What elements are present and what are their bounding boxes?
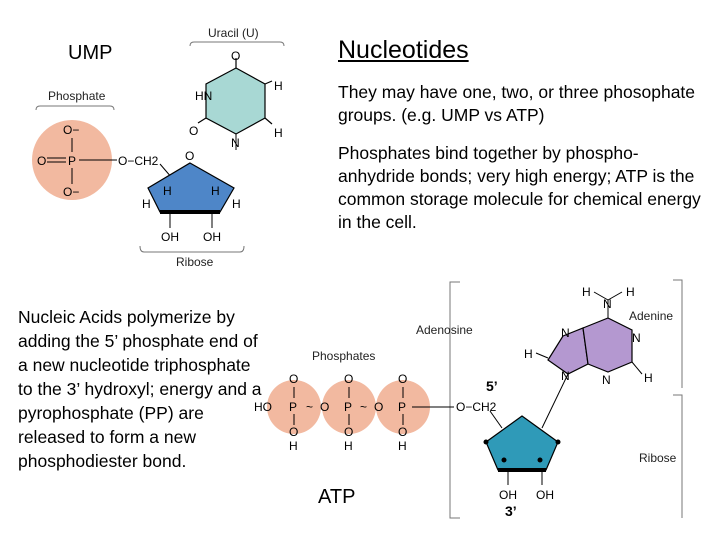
ribose-bracket [673, 394, 683, 518]
uracil-hn: HN [195, 89, 212, 103]
adenosine-label: Adenosine [416, 323, 473, 337]
phosphate-circle [32, 120, 112, 200]
uracil-n: N [231, 136, 240, 150]
uracil-label: Uracil (U) [208, 26, 259, 40]
phosphate-circle-3 [376, 380, 430, 434]
p3: P [398, 400, 406, 414]
adenine-h-4: H [644, 371, 653, 385]
tilde-1: ~ [306, 400, 313, 414]
three-prime-label: 3’ [505, 503, 517, 519]
ribose-h-3: H [142, 197, 151, 211]
ribose-h-4: H [232, 197, 241, 211]
ribose-oh-2: OH [203, 230, 221, 244]
phosphate-o-bottom: O− [63, 185, 79, 199]
ribose-bracket [139, 245, 245, 253]
ribose-ring [147, 162, 235, 213]
polymerize-text: Nucleic Acids polymerize by adding the 5… [18, 307, 262, 471]
uracil-o-left: O [189, 124, 198, 138]
adenine-h-3: H [524, 347, 533, 361]
phosphate-bracket [35, 105, 115, 111]
atp-label: ATP [318, 486, 356, 508]
ribose-oh-1: OH [161, 230, 179, 244]
uracil-h-1: H [274, 79, 283, 93]
atp-ho: HO [254, 400, 272, 414]
ribose-label: Ribose [639, 451, 677, 465]
p3-o-top: O [398, 372, 407, 386]
ump-label: UMP [68, 42, 113, 64]
adenine-six-ring [582, 317, 633, 373]
anhydride-bonds-text: Phosphates bind together by phospho-anhy… [338, 143, 701, 232]
adenosine-bracket [449, 281, 460, 519]
phosphates-label: Phosphates [312, 349, 375, 363]
ribose-h-1: H [163, 184, 172, 198]
adenine-five-ring [547, 327, 589, 375]
atp-ribose-ring [485, 415, 559, 471]
phosphate-groups-text: They may have one, two, or three phosoph… [338, 82, 696, 125]
adenine-n-2: N [632, 331, 641, 345]
five-prime-label: 5’ [486, 378, 498, 394]
p2-o-top: O [344, 372, 353, 386]
atp-oh-2: OH [536, 488, 554, 502]
adenine-n-3: N [561, 369, 570, 383]
p1: P [289, 400, 297, 414]
uracil-h-2: H [274, 126, 283, 140]
bridge-o-2: O [374, 400, 383, 414]
phosphate-circle-2 [322, 380, 376, 434]
tilde-2: ~ [360, 400, 367, 414]
phosphate-o-top: O− [63, 123, 79, 137]
adenine-amine-n: N [603, 297, 612, 311]
p3-o-bottom: O [398, 425, 407, 439]
adenine-h-1: H [582, 285, 591, 299]
adenine-label: Adenine [629, 309, 673, 323]
uracil-ring [205, 67, 266, 135]
adenine-h-2: H [626, 285, 635, 299]
bridge-o-1: O [320, 400, 329, 414]
p1-h: H [289, 439, 298, 453]
p2: P [344, 400, 352, 414]
ribose-ring-o: O [185, 149, 194, 163]
phosphate-p: P [68, 154, 76, 168]
ump-structure-diagram: Uracil (U) O HN O N H H Phosphate O− O P… [32, 26, 285, 269]
ribose-label: Ribose [176, 255, 214, 269]
p2-h: H [344, 439, 353, 453]
slide-title: Nucleotides [338, 36, 469, 64]
adenine-n-4: N [602, 373, 611, 387]
phosphate-label: Phosphate [48, 89, 106, 103]
phosphate-circle-1 [267, 380, 321, 434]
p1-o-top: O [289, 372, 298, 386]
uracil-o-top: O [231, 49, 240, 63]
atp-oh-3: OH [499, 488, 517, 502]
adenine-bracket [673, 279, 683, 388]
ribose-h-2: H [211, 184, 220, 198]
atp-structure-diagram: Adenosine Adenine Ribose H N H N N H N N… [254, 279, 683, 519]
p2-o-bottom: O [344, 425, 353, 439]
atp-o-ch2: O−CH2 [456, 400, 497, 414]
adenine-n-1: N [561, 326, 570, 340]
phosphate-o-eq: O [37, 154, 46, 168]
phosphate-o-ch2: O−CH2 [118, 154, 159, 168]
p1-o-bottom: O [289, 425, 298, 439]
uracil-bracket [189, 41, 285, 47]
p3-h: H [398, 439, 407, 453]
